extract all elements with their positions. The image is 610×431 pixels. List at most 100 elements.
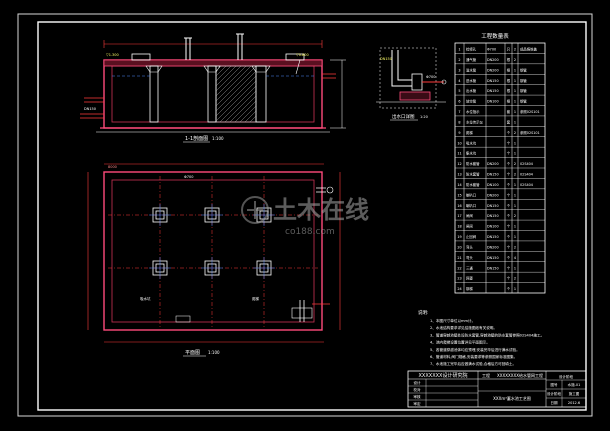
table-cell-no: 9 [458,131,460,135]
signoff-label: 校对 [413,387,421,392]
table-cell-name: 进水管 [466,78,477,83]
table-cell-note: 钢管 [520,67,527,72]
table-cell-unit: 个 [507,182,511,187]
table-cell-name: 网罩 [466,276,473,281]
table-cell-name: 吸水坑 [466,140,477,145]
table-cell-no: 21 [457,256,461,260]
table-cell-unit: 根 [507,88,511,93]
note-line: 7、水池施工完毕后应做满水试验,合格后方可回填土。 [430,361,516,366]
table-cell-unit: 个 [507,265,511,270]
watermark-main: 土木在线 [273,196,369,224]
table-cell-note: 成品铸铁盖 [520,47,538,52]
table-cell-qty: 4 [514,256,516,260]
table-cell-qty: 2 [514,162,516,166]
table-cell-no: 18 [457,225,461,229]
table-cell-qty: 1 [514,183,516,187]
plan-view: 吸水坑 爬梯 Φ700 8000 [87,163,341,343]
table-cell-spec: DN200 [487,68,499,72]
table-cell-unit: 个 [507,203,511,208]
table-cell-unit: 个 [507,172,511,177]
svg-text:▽1.300: ▽1.300 [106,53,119,57]
table-cell-no: 19 [457,235,461,239]
table-cell-no: 6 [458,100,460,104]
table-cell-no: 23 [457,277,461,281]
table-cell-qty: 1 [514,204,516,208]
table-cell-qty: 1 [514,225,516,229]
signoff-label: 审核 [413,394,421,399]
table-cell-no: 22 [457,266,461,270]
table-cell-qty: 1 [514,152,516,156]
table-cell-no: 10 [457,141,461,145]
svg-text:Φ700: Φ700 [184,175,193,179]
title-block: XXXXXXX设计研究院 工程 XXXXXXXX给水管网工程 XXXm³蓄水池工… [407,370,587,408]
table-cell-unit: 套 [507,119,511,124]
signoff-label: 审定 [413,401,421,406]
table-cell-no: 2 [458,58,460,62]
table-cell-qty: 1 [514,141,516,145]
section-title: 1-1剖面图 [185,135,208,142]
table-cell-name: 放空管 [466,99,477,104]
table-cell-name: 弯头 [466,244,473,249]
table-cell-no: 24 [457,287,461,291]
table-cell-unit: 个 [507,276,511,281]
stage-value: 施工图 [569,391,580,396]
signoff-label: 设计 [413,380,421,385]
table-cell-spec: DN200 [487,245,499,249]
table-cell-name: 通气管 [466,57,477,62]
outer-frame [17,13,593,417]
date-label: 日期 [551,400,559,405]
table-cell-unit: 个 [507,234,511,239]
table-cell-qty: 2 [514,277,516,281]
table-cell-no: 14 [457,183,461,187]
table-cell-unit: 根 [507,67,511,72]
svg-text:吸水坑: 吸水坑 [140,296,151,301]
table-cell-no: 3 [458,68,460,72]
table-cell-name: 三通 [466,265,473,270]
plan-title: 平面图 [185,350,200,356]
table-cell-qty: 2 [514,48,516,52]
table-cell-spec: DN200 [487,162,499,166]
table-cell-unit: 个 [507,140,511,145]
note-line: 5、各管道穿越池体均应预埋,安装完毕后进行满水试验。 [430,347,520,352]
table-cell-name: 闸阀 [466,213,473,218]
table-cell-unit: 个 [507,224,511,229]
drawing-number-label: 图号 [551,382,559,387]
table-cell-spec: DN150 [487,173,499,177]
table-cell-name: 溢水管 [466,67,477,72]
table-cell-name: 集水坑 [466,151,477,156]
table-cell-name: 水位指示 [466,109,480,114]
table-cell-unit: 根 [507,99,511,104]
table-cell-spec: DN150 [487,214,499,218]
table-cell-no: 11 [457,152,461,156]
plan-scale: 1:100 [208,350,220,355]
table-cell-no: 15 [457,193,461,197]
table-cell-name: 防水套管 [466,182,480,187]
table-cell-note: 02S404 [520,162,533,166]
notes-block: 说明: 1、本图尺寸单位以mm计。2、水池结构要求详见结施图纸有关说明。3、管道… [418,309,544,366]
table-cell-note: 02S404 [520,183,533,187]
watermark-sub: co188.com [285,227,335,237]
table-cell-spec: DN100 [487,225,499,229]
svg-text:DN150: DN150 [84,107,96,111]
table-cell-note: 钢管 [520,88,527,93]
inner-frame [37,21,587,411]
table-cell-unit: 个 [507,161,511,166]
stage-label: 设计阶段 [559,374,573,379]
table-cell-name: 喇叭口 [466,192,476,197]
table-cell-name: 防水套管 [466,161,480,166]
table-cell-no: 5 [458,89,460,93]
table-cell-spec: DN200 [487,193,499,197]
table-cell-spec: DN150 [487,235,499,239]
table-cell-unit: 个 [507,286,511,291]
company-name: XXXXXXX设计研究院 [419,372,468,379]
project-label: 工程 [482,372,490,378]
table-cell-qty: 2 [514,131,516,135]
stage-value-label: 设计阶段 [547,391,561,396]
table-cell-no: 20 [457,245,461,249]
note-line: 2、水池结构要求详见结施图纸有关说明。 [430,325,497,330]
watermark: 土木在线 co188.com [241,196,369,237]
svg-text:Φ700: Φ700 [426,75,435,79]
table-cell-name: 钢梯 [466,286,473,291]
